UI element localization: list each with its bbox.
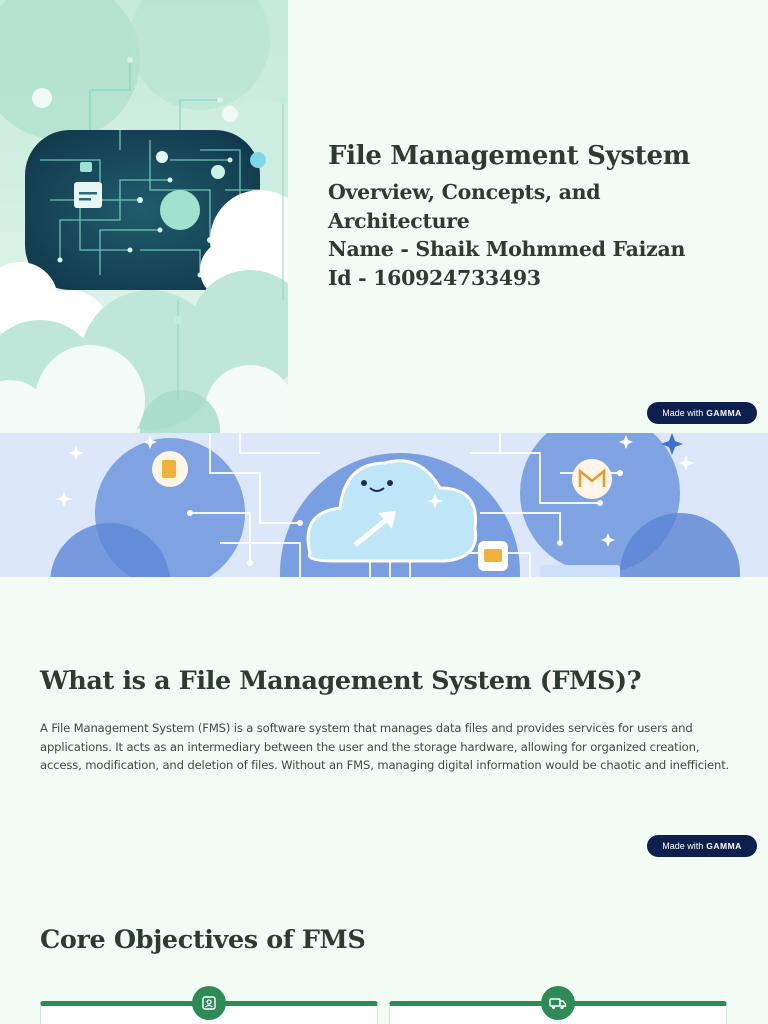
badge-label: Made with bbox=[662, 841, 704, 851]
hero-illustration bbox=[0, 0, 288, 433]
made-with-gamma-badge[interactable]: Made with GAMMA bbox=[647, 402, 757, 424]
presentation-subtitle: Overview, Concepts, and Architecture bbox=[328, 180, 601, 233]
badge-label: Made with bbox=[662, 408, 704, 418]
fms-definition-heading: What is a File Management System (FMS)? bbox=[40, 666, 642, 696]
circuit-cloud-illustration bbox=[0, 0, 288, 433]
id-card-icon bbox=[192, 986, 226, 1020]
core-objectives-heading: Core Objectives of FMS bbox=[40, 925, 366, 955]
cloud-network-banner bbox=[0, 433, 768, 577]
author-id: Id - 160924733493 bbox=[328, 265, 541, 290]
title-slide: File Management System Overview, Concept… bbox=[0, 0, 768, 433]
fms-definition-paragraph: A File Management System (FMS) is a soft… bbox=[40, 721, 730, 772]
cloud-network-illustration bbox=[0, 433, 768, 577]
author-name: Name - Shaik Mohmmed Faizan bbox=[328, 237, 686, 261]
gamma-logo: GAMMA bbox=[706, 841, 742, 851]
title-block: File Management System Overview, Concept… bbox=[328, 138, 748, 292]
presentation-title: File Management System bbox=[328, 141, 690, 171]
gamma-logo: GAMMA bbox=[706, 408, 742, 418]
made-with-gamma-badge[interactable]: Made with GAMMA bbox=[647, 835, 757, 857]
truck-icon bbox=[541, 986, 575, 1020]
